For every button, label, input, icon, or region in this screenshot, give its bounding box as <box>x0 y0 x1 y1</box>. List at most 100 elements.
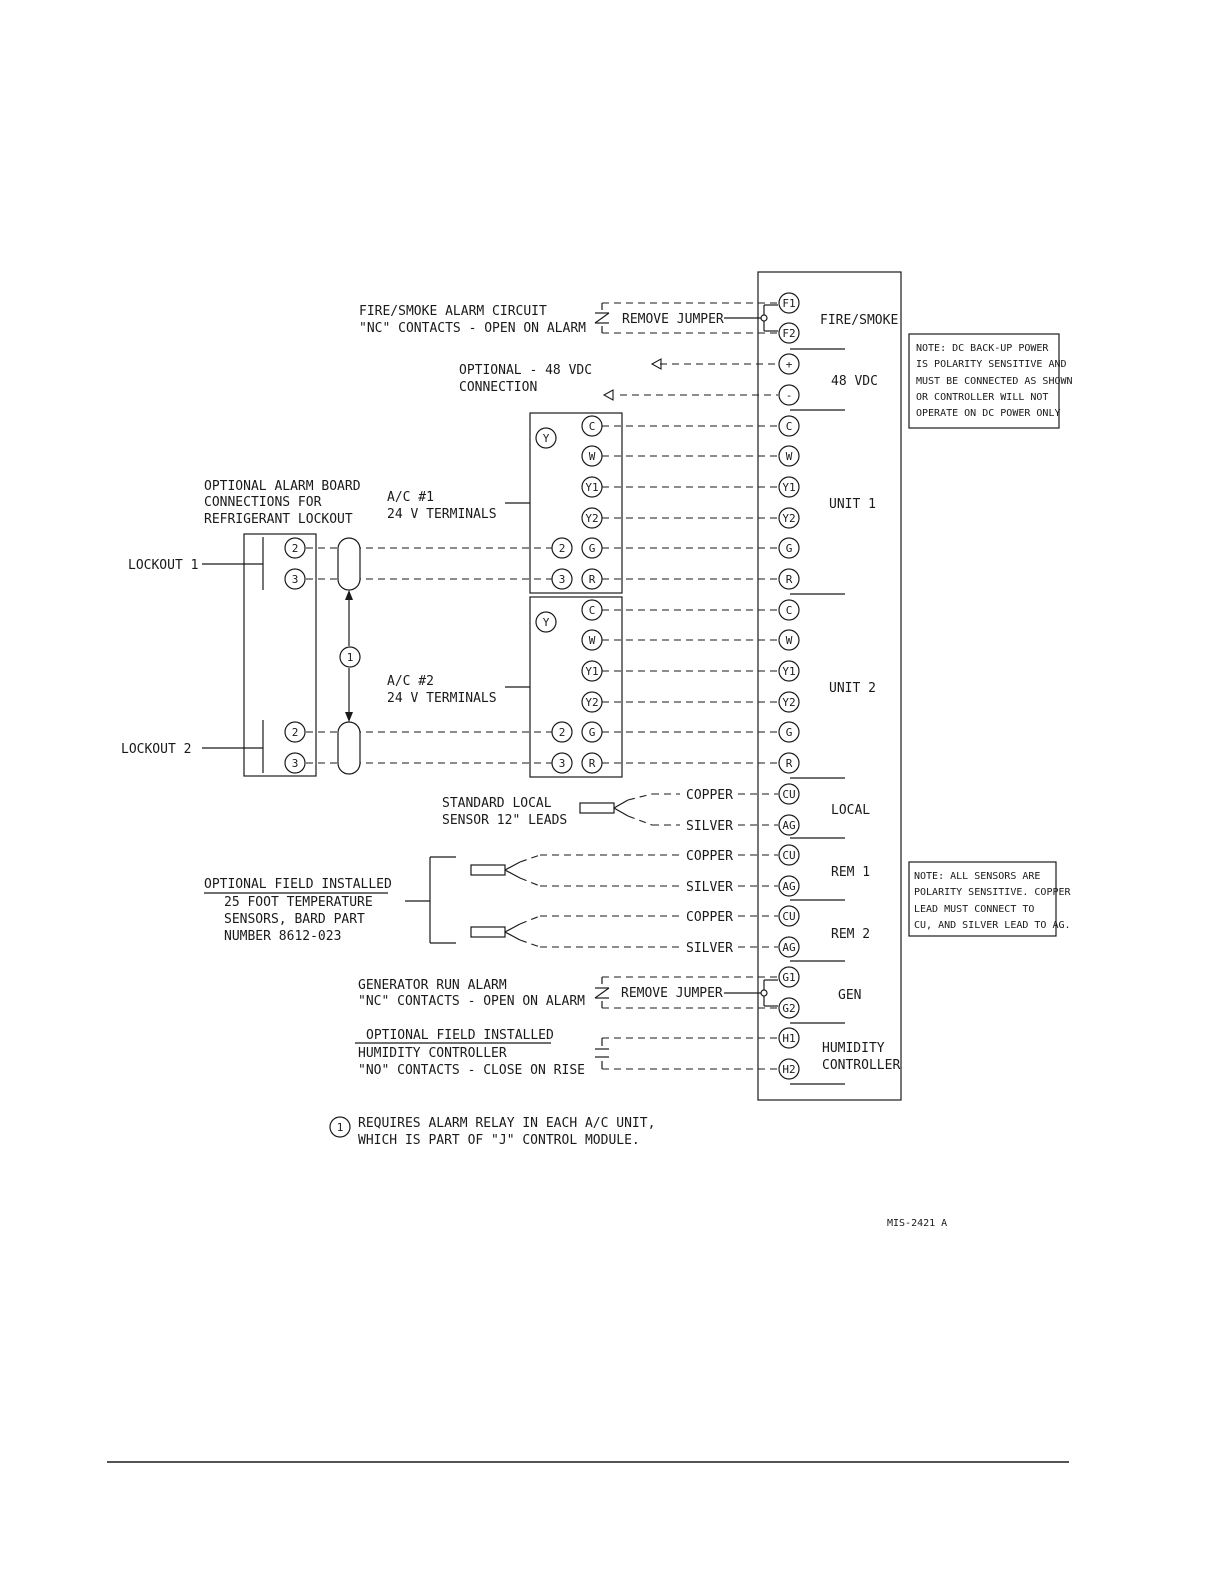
svg-text:Y2: Y2 <box>585 696 598 709</box>
svg-text:-: - <box>786 389 793 402</box>
svg-text:CU: CU <box>782 910 795 923</box>
group-label-48vdc: 48 VDC <box>831 374 878 389</box>
figure-id: MIS-2421 A <box>887 1218 947 1229</box>
svg-text:1: 1 <box>347 651 354 664</box>
svg-text:2: 2 <box>292 726 299 739</box>
terminal-unit1-y2: Y2 <box>778 507 800 529</box>
svg-text:3: 3 <box>559 573 566 586</box>
terminal-rem1-cu: CU <box>778 844 800 866</box>
ac2-label: A/C #2 <box>387 674 434 689</box>
part-number-label: NUMBER 8612-023 <box>224 929 341 944</box>
refrigerant-lockout-label: REFRIGERANT LOCKOUT <box>204 512 353 527</box>
svg-text:NOTE: DC BACK-UP POWER: NOTE: DC BACK-UP POWER <box>916 343 1049 354</box>
svg-text:NOTE: ALL SENSORS ARE: NOTE: ALL SENSORS ARE <box>914 871 1040 882</box>
ac1-terminal-y1: Y1 <box>581 476 603 498</box>
terminal-f2: F2 <box>778 322 800 344</box>
local-sensor-icon <box>579 802 615 814</box>
note-dc-power: NOTE: DC BACK-UP POWER IS POLARITY SENSI… <box>908 333 1073 429</box>
group-label-controller: CONTROLLER <box>822 1058 900 1073</box>
local-copper-label: COPPER <box>686 788 733 803</box>
svg-text:G: G <box>589 542 596 555</box>
ac2-terminals-label: 24 V TERMINALS <box>387 691 497 706</box>
alarm-board-terminal-2b: 2 <box>284 721 306 743</box>
svg-text:MUST BE CONNECTED AS SHOWN: MUST BE CONNECTED AS SHOWN <box>916 376 1073 387</box>
group-label-local: LOCAL <box>831 803 870 818</box>
group-label-unit2: UNIT 2 <box>829 681 876 696</box>
svg-text:C: C <box>589 604 596 617</box>
generator-alarm-label: GENERATOR RUN ALARM <box>358 978 507 993</box>
optional-field-installed-2-label: OPTIONAL FIELD INSTALLED <box>366 1028 554 1043</box>
rem2-silver-label: SILVER <box>686 941 733 956</box>
svg-text:F1: F1 <box>782 297 795 310</box>
rem2-copper-label: COPPER <box>686 910 733 925</box>
svg-text:CU: CU <box>782 849 795 862</box>
terminal-f1: F1 <box>778 292 800 314</box>
svg-text:2: 2 <box>292 542 299 555</box>
terminal-rem2-ag: AG <box>778 936 800 958</box>
ac2-terminal-2: 2 <box>551 721 573 743</box>
optional-field-installed-label: OPTIONAL FIELD INSTALLED <box>204 877 392 892</box>
terminal-g1: G1 <box>778 966 800 988</box>
group-dividers <box>790 348 845 1085</box>
ac2-terminal-c: C <box>581 599 603 621</box>
ac1-terminal-g: G <box>581 537 603 559</box>
ac1-terminal-c: C <box>581 415 603 437</box>
ac2-terminal-y1: Y1 <box>581 660 603 682</box>
svg-text:+: + <box>786 358 793 371</box>
svg-text:3: 3 <box>292 573 299 586</box>
svg-text:AG: AG <box>782 941 795 954</box>
wiring-runs <box>306 302 778 1070</box>
svg-text:CU: CU <box>782 788 795 801</box>
svg-text:LEAD MUST CONNECT TO: LEAD MUST CONNECT TO <box>914 904 1034 915</box>
svg-text:OR CONTROLLER WILL NOT: OR CONTROLLER WILL NOT <box>916 392 1048 403</box>
svg-text:Y1: Y1 <box>585 481 598 494</box>
svg-text:H1: H1 <box>782 1032 795 1045</box>
svg-text:R: R <box>786 757 793 770</box>
terminal-unit2-g: G <box>778 721 800 743</box>
svg-text:G2: G2 <box>782 1002 795 1015</box>
group-label-fire-smoke: FIRE/SMOKE <box>820 313 898 328</box>
fire-smoke-contacts-label: "NC" CONTACTS - OPEN ON ALARM <box>359 321 586 336</box>
svg-text:C: C <box>786 604 793 617</box>
terminal-minus: - <box>778 384 800 406</box>
terminal-unit1-c: C <box>778 415 800 437</box>
terminal-unit1-g: G <box>778 537 800 559</box>
svg-text:G: G <box>589 726 596 739</box>
terminal-rem1-ag: AG <box>778 875 800 897</box>
alarm-board-label: OPTIONAL ALARM BOARD <box>204 479 361 494</box>
terminal-unit2-c: C <box>778 599 800 621</box>
svg-text:Y: Y <box>543 432 550 445</box>
optional-48vdc-connection-label: CONNECTION <box>459 380 537 395</box>
svg-text:R: R <box>589 573 596 586</box>
svg-text:AG: AG <box>782 880 795 893</box>
ac2-terminal-g: G <box>581 721 603 743</box>
svg-text:Y1: Y1 <box>782 665 795 678</box>
svg-text:W: W <box>786 634 793 647</box>
ac1-terminal-y2: Y2 <box>581 507 603 529</box>
svg-text:POLARITY SENSITIVE. COPPER: POLARITY SENSITIVE. COPPER <box>914 887 1072 898</box>
svg-text:W: W <box>589 450 596 463</box>
alarm-board: 2 3 2 3 <box>202 533 317 777</box>
terminal-unit1-y1: Y1 <box>778 476 800 498</box>
svg-text:G: G <box>786 542 793 555</box>
controller-terminal-strip <box>757 271 902 1101</box>
standard-sensor-leads-label: SENSOR 12" LEADS <box>442 813 567 828</box>
local-silver-label: SILVER <box>686 819 733 834</box>
ac2-terminal-y: Y <box>535 611 557 633</box>
fire-smoke-label: FIRE/SMOKE ALARM CIRCUIT <box>359 304 547 319</box>
terminal-unit2-w: W <box>778 629 800 651</box>
terminal-unit2-y1: Y1 <box>778 660 800 682</box>
svg-text:R: R <box>589 757 596 770</box>
standard-sensor-label: STANDARD LOCAL <box>442 796 552 811</box>
svg-text:H2: H2 <box>782 1063 795 1076</box>
terminal-local-ag: AG <box>778 814 800 836</box>
footnote: 1 REQUIRES ALARM RELAY IN EACH A/C UNIT,… <box>329 1116 655 1148</box>
group-label-humidity: HUMIDITY <box>822 1041 885 1056</box>
svg-text:WHICH IS PART OF "J" CONTROL M: WHICH IS PART OF "J" CONTROL MODULE. <box>358 1133 640 1148</box>
group-label-gen: GEN <box>838 988 861 1003</box>
svg-text:G1: G1 <box>782 971 795 984</box>
rem1-copper-label: COPPER <box>686 849 733 864</box>
alarm-relay-symbols: 1 <box>337 537 361 775</box>
alarm-board-terminal-2a: 2 <box>284 537 306 559</box>
